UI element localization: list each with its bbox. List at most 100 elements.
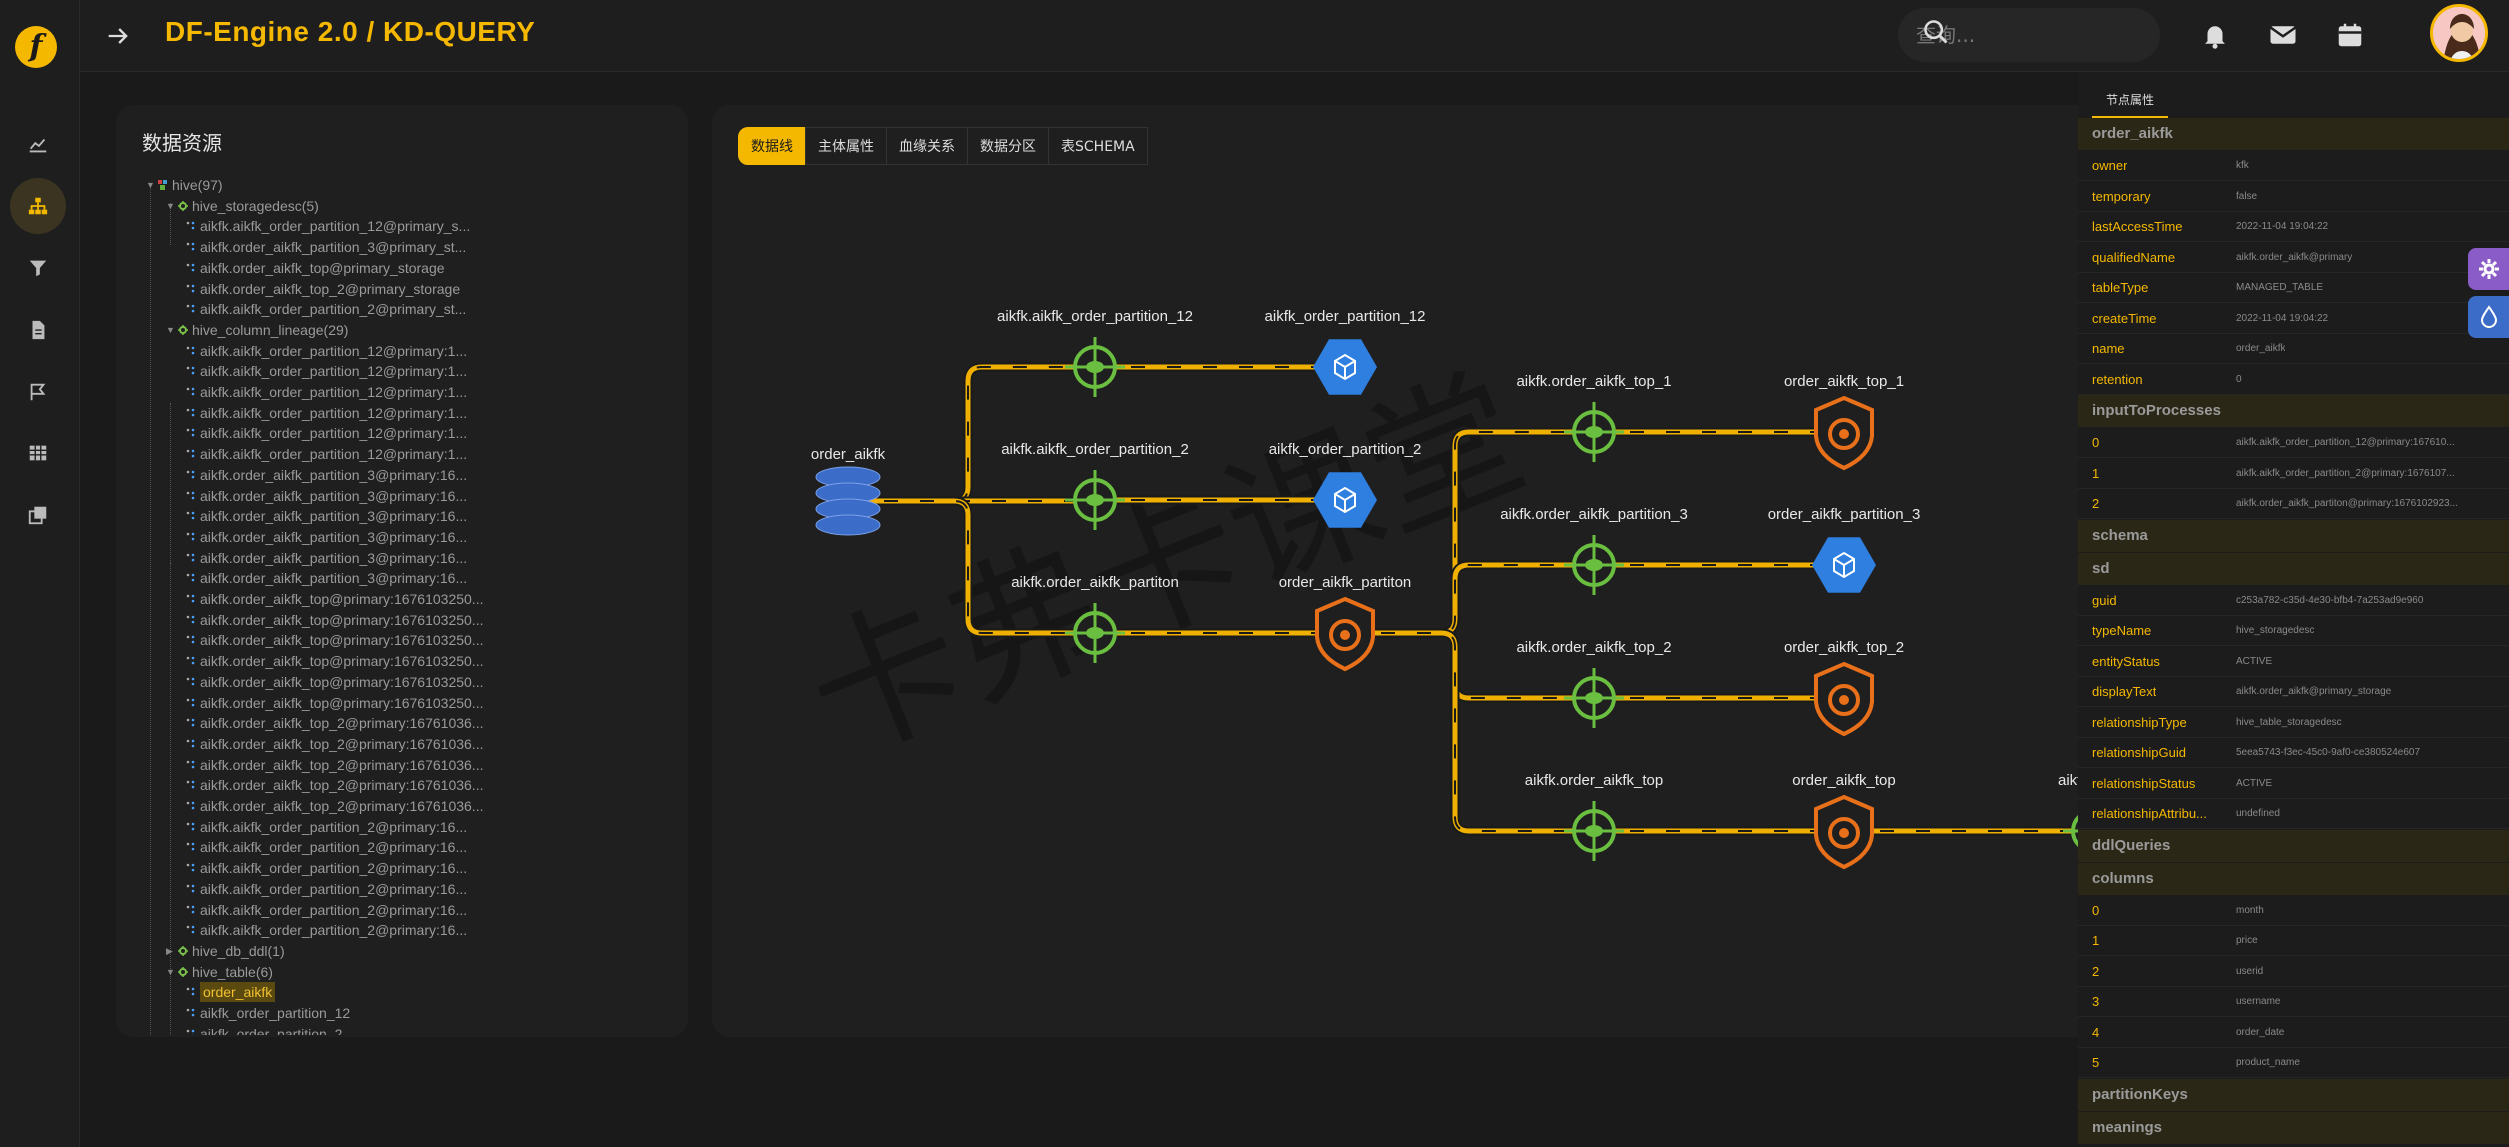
- edge-shadow: [1345, 427, 1594, 638]
- tree-toggle-icon[interactable]: ▼: [146, 180, 155, 190]
- graph-node-t3[interactable]: order_aikfk_partiton: [1279, 574, 1412, 672]
- settings-button[interactable]: [2468, 248, 2509, 290]
- node-label: order_aikfk_top_2: [1784, 639, 1904, 656]
- tab-node-properties[interactable]: 节点属性: [2092, 86, 2168, 118]
- leaf-dots-icon: [186, 1008, 195, 1017]
- graph-node-p1[interactable]: aikfk.aikfk_order_partition_12: [997, 308, 1193, 397]
- edges-group: [848, 362, 2093, 836]
- tree-node-label: aikfk.order_aikfk_top_2@primary:16761036…: [200, 777, 484, 794]
- table-icon[interactable]: [10, 425, 66, 481]
- tree-node-label: aikfk.aikfk_order_partition_2@primary_st…: [200, 301, 467, 318]
- edge-shadow: [1345, 628, 1594, 836]
- avatar[interactable]: [2430, 4, 2488, 62]
- tab-2[interactable]: 血缘关系: [886, 127, 968, 165]
- theme-button[interactable]: [2468, 296, 2509, 338]
- property-section-header[interactable]: inputToProcesses: [2078, 395, 2509, 427]
- tree-toggle-icon[interactable]: ▼: [166, 324, 175, 335]
- leaf-dots-icon: [186, 470, 195, 479]
- leaf-dots-icon: [186, 718, 195, 727]
- process-core: [1585, 692, 1603, 704]
- tree-toggle-icon[interactable]: ▼: [166, 200, 175, 211]
- property-value: ACTIVE: [2236, 655, 2273, 667]
- property-section-header[interactable]: order_aikfk: [2078, 118, 2509, 150]
- tree-node-label: aikfk.order_aikfk_partition_3@primary_st…: [200, 239, 467, 256]
- data-resource-panel: 数据资源 ▼hive(97)▼hive_storagedesc(5)aikfk.…: [116, 105, 688, 1037]
- graph-node-p7[interactable]: aikfk.order_aikfk_top: [1525, 772, 1663, 861]
- graph-node-p5[interactable]: aikfk.order_aikfk_partition_3: [1500, 506, 1688, 595]
- property-key: entityStatus: [2092, 653, 2160, 669]
- graph-node-p6[interactable]: aikfk.order_aikfk_top_2: [1516, 639, 1672, 728]
- gear-icon: [178, 945, 188, 956]
- graph-node-t1[interactable]: aikfk_order_partition_12: [1265, 308, 1426, 395]
- leaf-dots-icon: [186, 491, 195, 499]
- tree-node-label: aikfk.aikfk_order_partition_2@primary:16…: [200, 839, 468, 856]
- property-section-header[interactable]: sd: [2078, 552, 2509, 585]
- flag-icon[interactable]: [10, 364, 66, 420]
- tree-guide-line: [170, 563, 171, 1035]
- property-key: temporary: [2092, 188, 2151, 204]
- shield-ring: [1329, 619, 1361, 651]
- cube-glyph: [1833, 551, 1855, 579]
- search-input[interactable]: [1916, 8, 2116, 62]
- tab-4[interactable]: 表SCHEMA: [1048, 127, 1148, 165]
- property-section-header[interactable]: meanings: [2078, 1111, 2509, 1144]
- process-core: [1086, 361, 1104, 373]
- graph-node-t6[interactable]: order_aikfk_top_2: [1784, 639, 1904, 737]
- graph-node-src[interactable]: order_aikfk: [811, 446, 886, 536]
- property-value: MANAGED_TABLE: [2236, 282, 2324, 293]
- graph-node-p3[interactable]: aikfk.order_aikfk_partiton: [1011, 574, 1179, 663]
- tab-3[interactable]: 数据分区: [967, 127, 1049, 165]
- drop-icon: [2480, 305, 2497, 328]
- calendar-icon[interactable]: [2335, 20, 2365, 50]
- leaf-dots-icon: [186, 698, 195, 706]
- arrow-right-icon[interactable]: [104, 22, 132, 50]
- graph-node-t4[interactable]: order_aikfk_top_1: [1784, 373, 1904, 471]
- leaf-dots-icon: [186, 987, 195, 996]
- property-key: relationshipStatus: [2092, 775, 2196, 791]
- app-logo[interactable]: f: [15, 26, 57, 68]
- leaf-dots-icon: [186, 1029, 195, 1035]
- graph-node-t5[interactable]: order_aikfk_partition_3: [1768, 506, 1921, 593]
- property-key: relationshipGuid: [2092, 745, 2186, 760]
- node-label: order_aikfk_partiton: [1279, 574, 1412, 591]
- search-icon[interactable]: [1922, 18, 1950, 46]
- tree-toggle-icon[interactable]: ▼: [166, 966, 175, 977]
- tab-0[interactable]: 数据线: [738, 127, 806, 165]
- lineage-graph: order_aikfk aikfk.aikfk_order_partition_1…: [811, 308, 2112, 870]
- property-value: 5eea5743-f3ec-45c0-9af0-ce380524e607: [2236, 747, 2421, 758]
- property-value: c253a782-c35d-4e30-bfb4-7a253ad9e960: [2236, 594, 2424, 606]
- property-value: kfk: [2236, 160, 2249, 171]
- tab-1[interactable]: 主体属性: [805, 127, 887, 165]
- graph-node-t7[interactable]: order_aikfk_top: [1792, 772, 1896, 870]
- property-key: 5: [2092, 1055, 2100, 1070]
- tree-toggle-icon[interactable]: ▶: [166, 945, 173, 956]
- tree-node-label: aikfk.aikfk_order_partition_12@primary:1…: [200, 425, 468, 442]
- graph-node-p2[interactable]: aikfk.aikfk_order_partition_2: [1001, 441, 1189, 530]
- filter-icon[interactable]: [10, 240, 66, 296]
- mail-icon[interactable]: [2268, 20, 2298, 50]
- property-section-header[interactable]: partitionKeys: [2078, 1078, 2509, 1111]
- tree-node-label: aikfk.order_aikfk_top_2@primary:16761036…: [200, 735, 484, 752]
- cube-glyph: [1334, 353, 1356, 381]
- property-section-header[interactable]: schema: [2078, 519, 2509, 552]
- file-icon[interactable]: [10, 302, 66, 358]
- chart-icon[interactable]: [10, 117, 66, 173]
- property-value: order_date: [2236, 1026, 2285, 1038]
- graph-node-t2[interactable]: aikfk_order_partition_2: [1269, 441, 1422, 528]
- tree-node-label: aikfk.aikfk_order_partition_12@primary:1…: [200, 446, 468, 463]
- tree-node-label: aikfk.order_aikfk_top@primary:1676103250…: [200, 694, 484, 711]
- property-row: relationshipAttribu...undefined: [2078, 799, 2509, 829]
- property-section-header[interactable]: ddlQueries: [2078, 829, 2509, 862]
- leaf-dots-icon: [186, 760, 195, 768]
- copy-icon[interactable]: [10, 487, 66, 543]
- bell-icon[interactable]: [2200, 20, 2230, 50]
- graph-node-p4[interactable]: aikfk.order_aikfk_top_1: [1516, 373, 1672, 462]
- tree-node-label: aikfk.aikfk_order_partition_2@primary:16…: [200, 880, 468, 897]
- property-section-header[interactable]: columns: [2078, 862, 2509, 895]
- sitemap-icon[interactable]: [10, 178, 66, 234]
